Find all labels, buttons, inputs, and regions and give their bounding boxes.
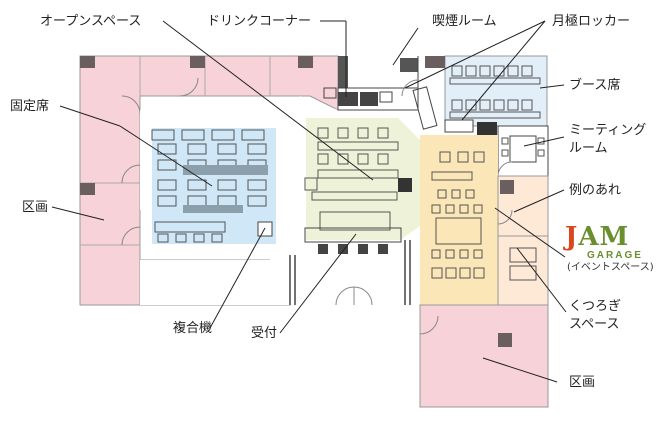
logo-subtitle: (イベントスペース): [567, 262, 654, 273]
logo-jam-j: J: [565, 222, 579, 252]
event-space-area: [420, 135, 498, 305]
label-fixed-seats: 固定席: [10, 99, 50, 114]
meeting-room: [477, 122, 549, 177]
label-booth-seats: ブース席: [569, 78, 621, 93]
label-meeting-room-1: ミーティング: [569, 123, 647, 138]
section-bottom-area: [419, 304, 549, 408]
fixed-seats-area: [151, 128, 276, 244]
drink-smoking-area: [323, 56, 419, 111]
label-section-left: 区画: [22, 200, 49, 215]
booth-seats-area: [412, 55, 548, 133]
jam-garage-logo: JAM GARAGE (イベントスペース): [565, 224, 665, 274]
label-relax-space-1: くつろぎ: [569, 299, 622, 314]
logo-garage: GARAGE: [587, 250, 643, 261]
corner-area: [497, 175, 549, 306]
leader-lines: [51, 20, 567, 383]
logo-jam: JAM: [565, 224, 665, 250]
pillar: [80, 183, 95, 195]
label-section-bottom: 区画: [569, 375, 596, 390]
pillar: [190, 56, 205, 68]
logo-jam-rest: AM: [578, 222, 630, 252]
label-multifunction-machine: 複合機: [173, 321, 213, 336]
pillar: [398, 178, 412, 192]
label-meeting-room-2: ルーム: [569, 141, 608, 156]
label-drink-corner: ドリンクコーナー: [207, 14, 312, 29]
label-smoking-room: 喫煙ルーム: [432, 14, 497, 29]
pillar: [80, 56, 95, 68]
reception-counter: [304, 227, 402, 306]
label-monthly-locker: 月極ロッカー: [552, 14, 631, 29]
label-open-space: オープンスペース: [40, 14, 142, 29]
open-space-area: [304, 118, 420, 240]
pillar: [298, 56, 313, 68]
label-you-know-that: 例のあれ: [569, 183, 622, 198]
label-relax-space-2: スペース: [569, 317, 620, 332]
label-reception: 受付: [251, 326, 278, 341]
